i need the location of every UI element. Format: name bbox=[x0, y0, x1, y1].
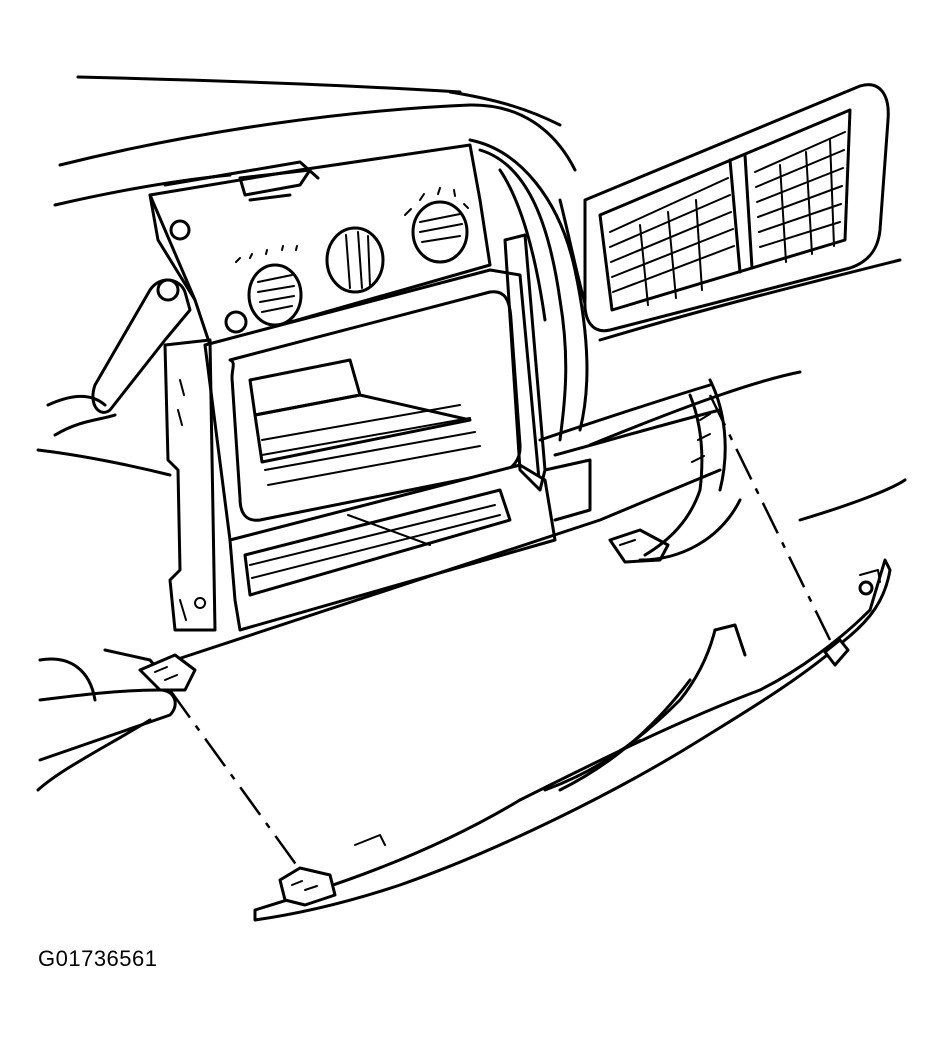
air-vent bbox=[583, 83, 890, 333]
hvac-control-panel bbox=[148, 143, 492, 347]
fan-knob bbox=[224, 263, 303, 334]
hinge-brackets bbox=[138, 378, 742, 692]
figure-id-label: G01736561 bbox=[38, 946, 158, 971]
steering-column-stalk bbox=[46, 219, 192, 437]
dash-left-lower bbox=[36, 448, 177, 792]
glove-box-door bbox=[253, 558, 892, 922]
temperature-knob bbox=[325, 226, 385, 294]
alignment-lines bbox=[168, 394, 832, 871]
dash-right-contour bbox=[588, 258, 907, 522]
dash-lower-beam bbox=[173, 383, 722, 662]
center-storage-bezel bbox=[163, 233, 592, 632]
center-bezel-arch bbox=[468, 138, 589, 442]
mode-knob bbox=[404, 187, 469, 264]
